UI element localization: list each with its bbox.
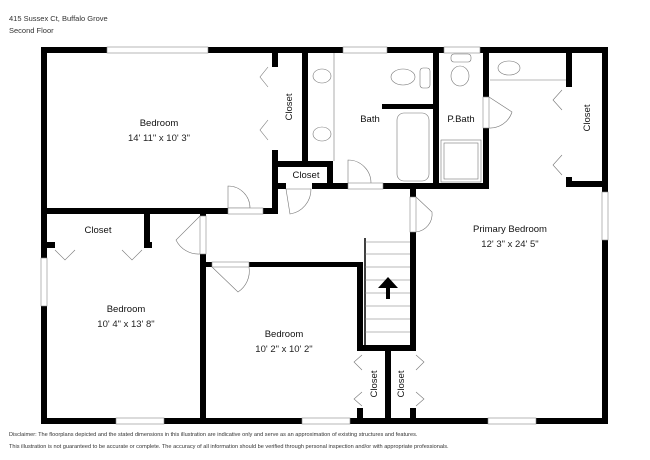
up-arrow-icon xyxy=(378,277,398,299)
room-dims-bedroom2: 10' 4" x 13' 8" xyxy=(97,319,154,330)
windows xyxy=(40,46,609,425)
room-label-closet-b3: Closet xyxy=(369,370,380,397)
disclaimer-line1: Disclaimer: The floorplans depicted and … xyxy=(9,432,418,438)
room-label-closet-b2: Closet xyxy=(85,225,112,236)
room-label-closet-primary: Closet xyxy=(582,104,593,131)
room-label-closet-primary2: Closet xyxy=(396,370,407,397)
room-label-primary: Primary Bedroom xyxy=(473,224,547,235)
doors xyxy=(54,66,563,407)
room-label-bedroom3: Bedroom xyxy=(265,329,304,340)
interior-walls xyxy=(41,47,608,424)
room-label-closet-b1: Closet xyxy=(284,93,295,120)
room-label-bedroom1: Bedroom xyxy=(140,118,179,129)
floor-label: Second Floor xyxy=(9,26,54,35)
outer-walls xyxy=(41,47,608,424)
room-label-pbath: P.Bath xyxy=(447,114,474,125)
room-label-bedroom2: Bedroom xyxy=(107,304,146,315)
room-dims-primary: 12' 3" x 24' 5" xyxy=(481,239,538,250)
room-dims-bedroom3: 10' 2" x 10' 2" xyxy=(255,344,312,355)
fixtures xyxy=(312,53,566,183)
address: 415 Sussex Ct, Buffalo Grove xyxy=(9,14,108,23)
disclaimer-line2: This illustration is not guaranteed to b… xyxy=(9,444,449,450)
staircase xyxy=(364,238,410,345)
room-label-closet-hall: Closet xyxy=(293,170,320,181)
room-dims-bedroom1: 14' 11" x 10' 3" xyxy=(128,133,190,144)
room-label-bath: Bath xyxy=(360,114,380,125)
